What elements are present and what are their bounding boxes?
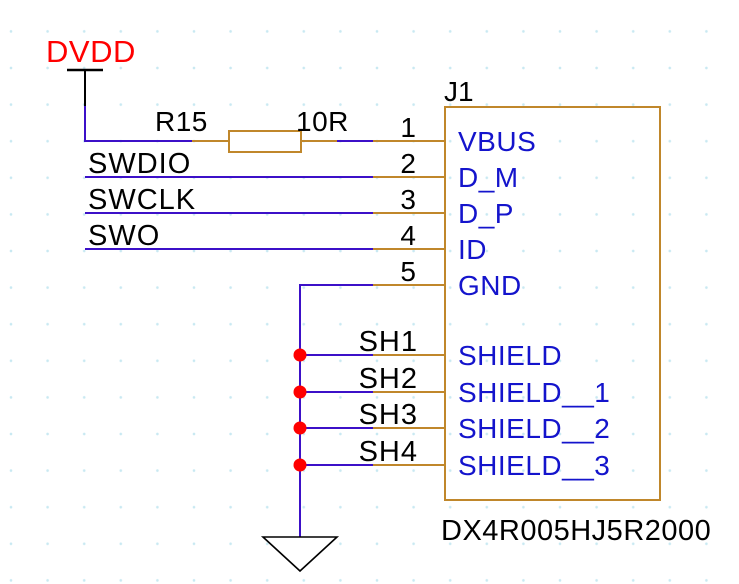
junction-dot-sh1 [293,348,307,362]
net-label-swdio[interactable]: SWDIO [88,148,191,180]
resistor-body[interactable] [228,130,302,153]
net-label-swclk[interactable]: SWCLK [88,184,196,216]
pin-name-shield: SHIELD [458,340,562,371]
pin-name-id: ID [458,234,487,265]
connector-part-number[interactable]: DX4R005HJ5R2000 [441,515,711,547]
junction-dot-sh4 [293,458,307,472]
power-net-label[interactable]: DVDD [46,34,136,69]
connector-designator[interactable]: J1 [444,76,474,107]
connector-body[interactable] [444,106,661,501]
pin-number-4: 4 [400,220,416,251]
resistor-designator[interactable]: R15 [155,106,208,137]
pin-number-3: 3 [400,184,416,215]
net-label-sh3[interactable]: SH3 [359,399,418,431]
wire-gnd-bus[interactable] [299,284,373,537]
resistor-value[interactable]: 10R [296,106,349,137]
net-label-sh1[interactable]: SH1 [359,326,418,358]
pin-number-5: 5 [400,256,416,287]
junction-dot-sh2 [293,385,307,399]
pin-name-shield-3: SHIELD__3 [458,450,610,481]
wire-dvdd-to-resistor[interactable] [84,106,192,142]
pin-name-d-p: D_P [458,198,514,229]
junction-dot-sh3 [293,421,307,435]
pin-name-d-m: D_M [458,162,519,193]
pin-number-1: 1 [400,112,416,143]
pin-name-shield-1: SHIELD__1 [458,377,610,408]
pin-name-vbus: VBUS [458,126,536,157]
ground-symbol[interactable] [260,536,340,573]
net-label-swo[interactable]: SWO [88,220,160,252]
net-label-sh2[interactable]: SH2 [359,363,418,395]
pin-name-gnd: GND [458,270,522,301]
pin-number-2: 2 [400,148,416,179]
pin-name-shield-2: SHIELD__2 [458,413,610,444]
net-label-sh4[interactable]: SH4 [359,436,418,468]
